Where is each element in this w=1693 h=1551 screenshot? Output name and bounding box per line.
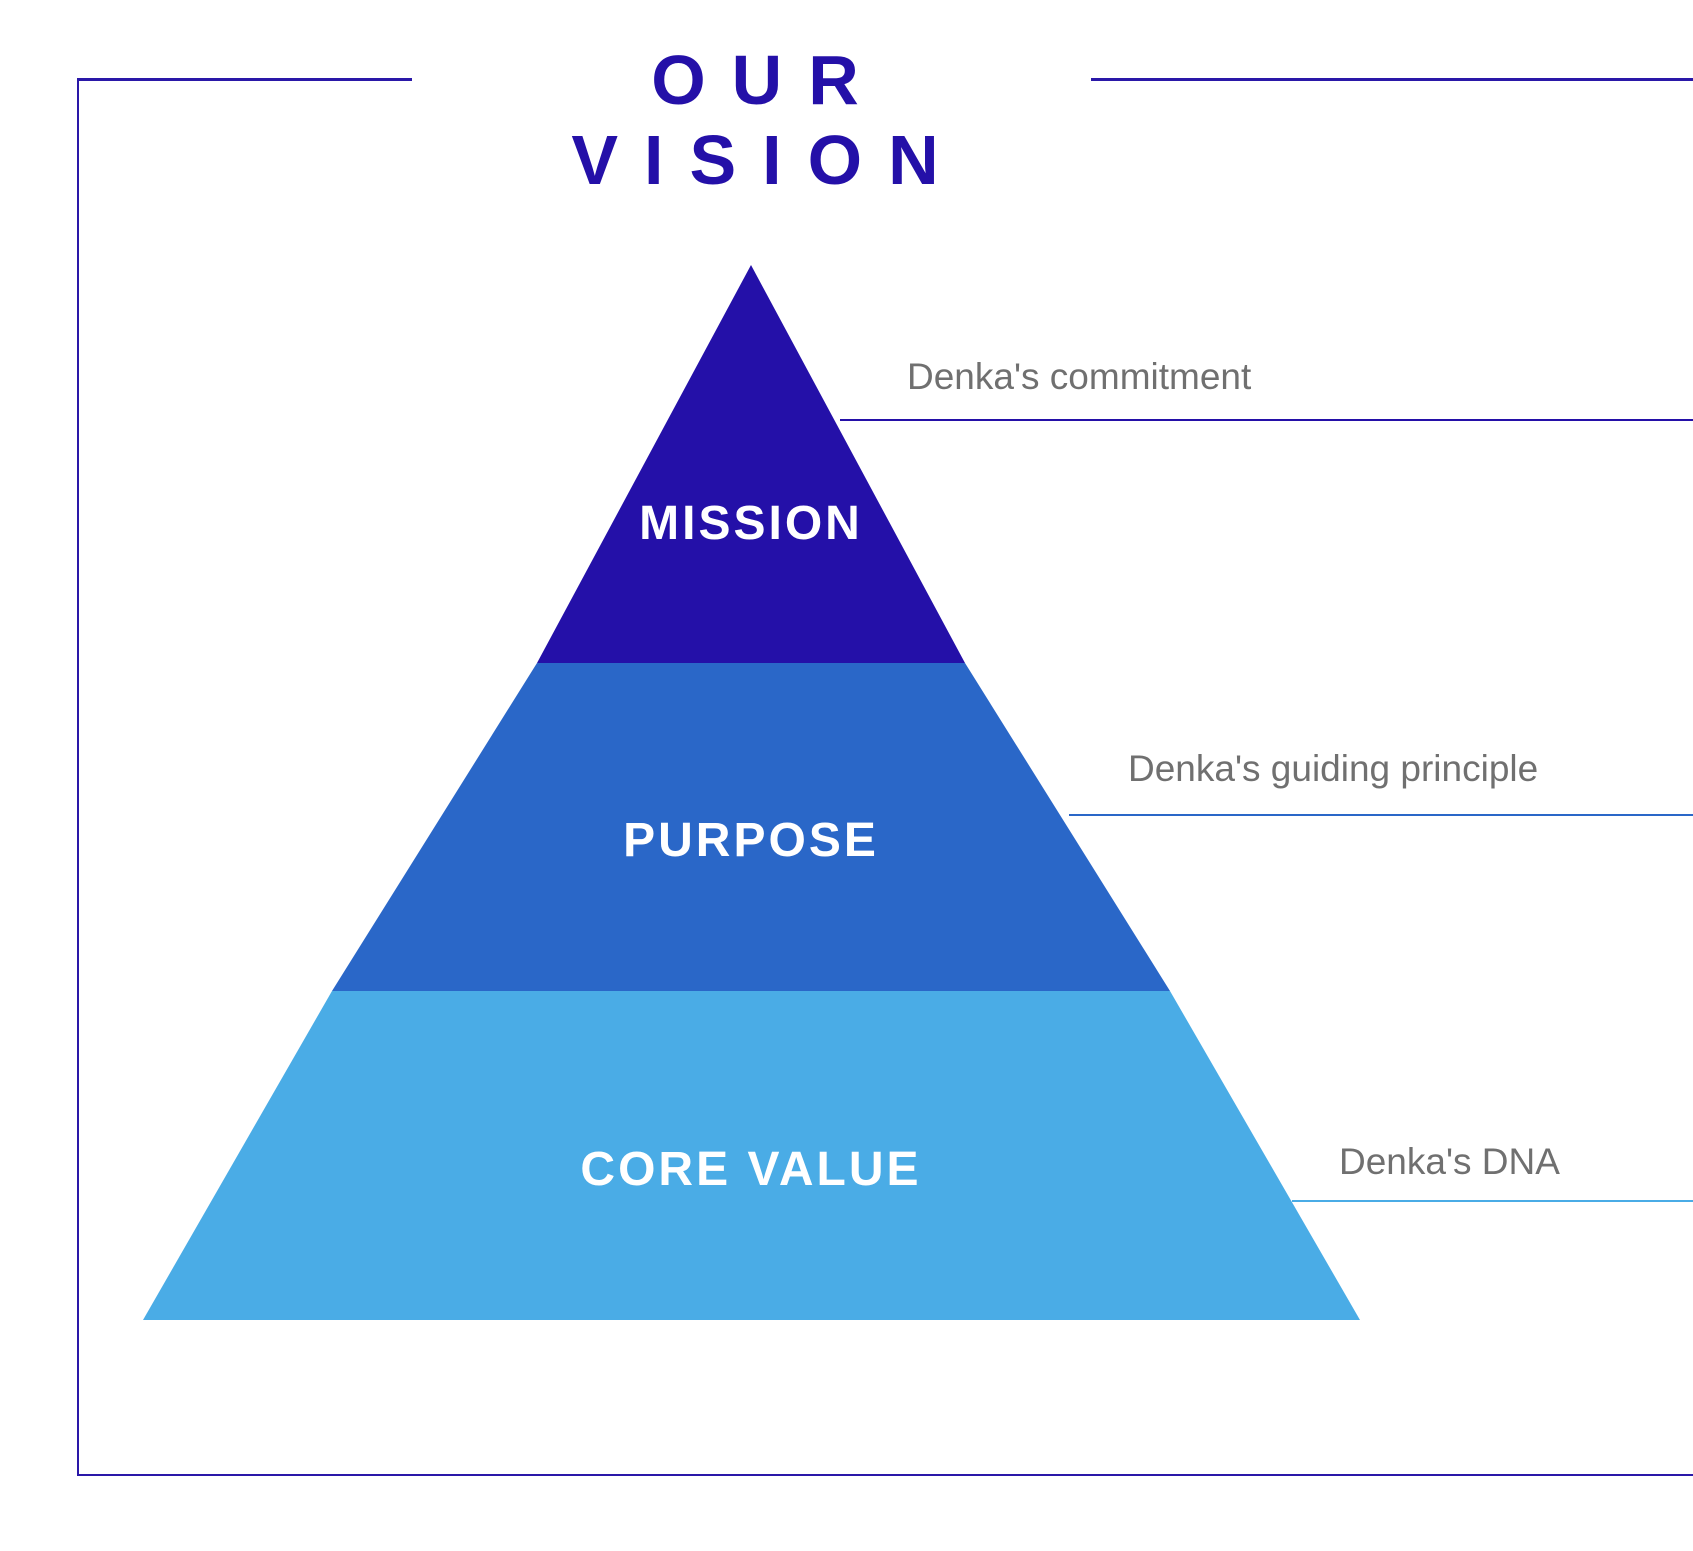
mission-leader-line [840,419,1693,421]
core-value-label: CORE VALUE [580,1143,922,1196]
purpose-label: PURPOSE [623,814,879,867]
pyramid-tier-purpose [332,663,1170,991]
purpose-caption: Denka's guiding principle [1128,748,1539,789]
frame-bottom-border [77,1474,1693,1476]
page-title: OUR VISION [571,41,965,199]
core-value-leader-line [1292,1200,1693,1202]
title-rule-left [77,78,412,81]
mission-label: MISSION [639,497,863,550]
title-rule-right [1091,78,1693,81]
pyramid-tier-mission [537,265,965,663]
purpose-leader-line [1069,814,1693,816]
core-value-caption: Denka's DNA [1339,1141,1560,1182]
pyramid-tier-core-value [143,991,1360,1320]
mission-caption: Denka's commitment [907,356,1252,397]
frame-left-border [77,79,79,1476]
